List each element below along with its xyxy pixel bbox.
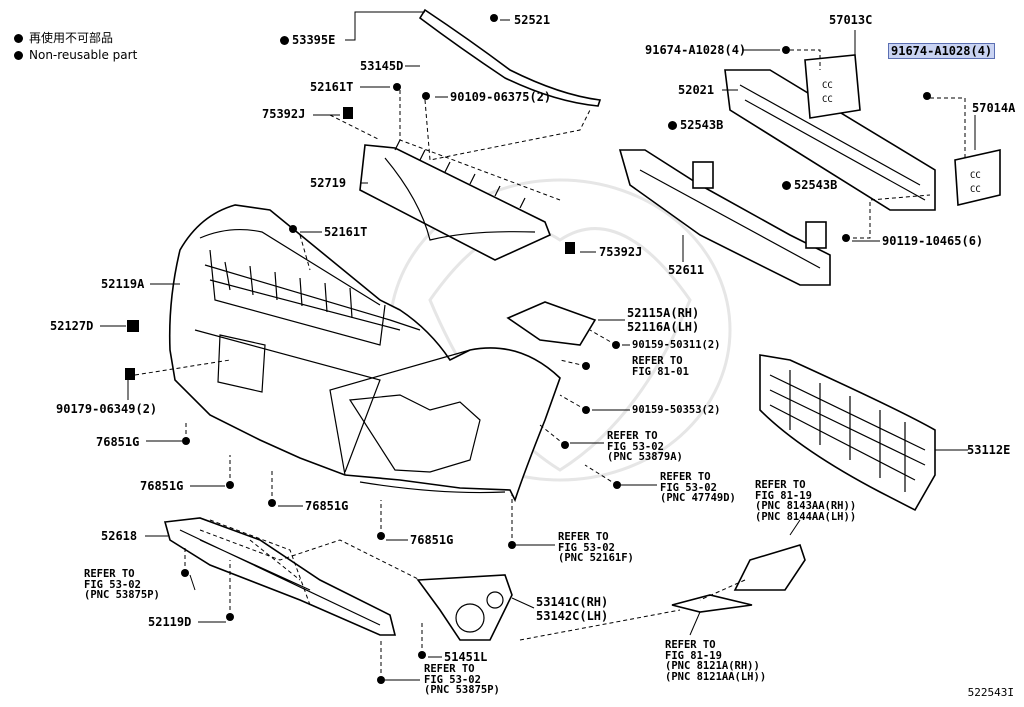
part-label-52543B-b[interactable]: 52543B: [782, 179, 837, 191]
clip-icon: [565, 242, 575, 254]
reinforcement-52021[interactable]: [724, 69, 936, 211]
figure-id: 522543I: [967, 686, 1014, 699]
part-label-53395E[interactable]: 53395E: [280, 34, 335, 46]
clip-icon: [125, 368, 135, 380]
part-label-90179[interactable]: 90179-06349(2): [56, 402, 158, 416]
part-label-57013C[interactable]: 57013C: [829, 13, 873, 27]
part-label-52116A[interactable]: 52116A(LH): [627, 320, 700, 334]
part-label-57014A[interactable]: 57014A: [972, 101, 1016, 115]
legend-jp: 再使用不可部品: [29, 31, 114, 45]
part-label-76851G-d[interactable]: 76851G: [410, 533, 454, 547]
part-label-52543B-a[interactable]: 52543B: [668, 119, 723, 131]
side-bracket-8121A[interactable]: [671, 594, 753, 613]
refer-to-53-02-53879A[interactable]: REFER TO FIG 53-02 (PNC 53879A): [607, 430, 683, 463]
part-label-90109[interactable]: 90109-06375(2): [450, 90, 552, 104]
retainer-52115A[interactable]: [506, 301, 597, 346]
clip-icon: [393, 83, 401, 91]
part-label-51451L[interactable]: 51451L: [444, 650, 488, 664]
part-label-90159-a[interactable]: 90159-50311(2): [632, 339, 721, 351]
refer-to-81-19-8143AA[interactable]: REFER TO FIG 81-19 (PNC 8143AA(RH)) (PNC…: [755, 479, 857, 523]
spacer-52543B-b[interactable]: [805, 221, 827, 249]
under-cover-52618[interactable]: [163, 517, 397, 636]
molding-53395E[interactable]: [418, 8, 602, 107]
part-label-91674-a[interactable]: 91674-A1028(4): [645, 43, 747, 57]
side-bracket-8143AA[interactable]: [733, 544, 806, 591]
part-label-75392J-b[interactable]: 75392J: [599, 245, 643, 259]
refer-to-53-02-52161F[interactable]: REFER TO FIG 53-02 (PNC 52161F): [558, 531, 634, 564]
dashed-lines: [134, 49, 966, 680]
svg-text:CC: CC: [970, 171, 981, 181]
bullet-icon: [14, 51, 23, 60]
part-label-76851G-c[interactable]: 76851G: [305, 499, 349, 513]
svg-text:CC: CC: [970, 185, 981, 195]
non-reusable-dot-icon: [782, 181, 791, 190]
bracket-57014A[interactable]: CC CC: [954, 149, 1001, 206]
clip-icon: [490, 14, 498, 22]
part-label-53142C[interactable]: 53142C(LH): [536, 609, 609, 623]
refer-to-81-01[interactable]: REFER TO FIG 81-01: [632, 355, 689, 378]
refer-to-53-02-53875P-b[interactable]: REFER TO FIG 53-02 (PNC 53875P): [424, 663, 500, 696]
part-label-91674-b-highlighted[interactable]: 91674-A1028(4): [888, 43, 996, 59]
part-label-52119A[interactable]: 52119A: [101, 277, 145, 291]
clip-icon: [782, 46, 790, 54]
bracket-57013C[interactable]: CC CC: [804, 54, 861, 119]
spacer-52543B-a[interactable]: [692, 161, 714, 189]
bullet-icon: [14, 34, 23, 43]
part-label-52127D[interactable]: 52127D: [50, 319, 94, 333]
clip-icon: [343, 107, 353, 119]
part-label-53145D[interactable]: 53145D: [360, 59, 404, 73]
non-reusable-dot-icon: [668, 121, 677, 130]
clip-icon: [923, 92, 931, 100]
part-label-52119D[interactable]: 52119D: [148, 615, 192, 629]
refer-to-53-02-47749D[interactable]: REFER TO FIG 53-02 (PNC 47749D): [660, 471, 736, 504]
svg-text:CC: CC: [822, 81, 833, 91]
part-label-52161T-a[interactable]: 52161T: [310, 80, 354, 94]
part-label-52021[interactable]: 52021: [678, 83, 715, 97]
grille-52719[interactable]: [359, 139, 552, 261]
clip-icon: [127, 320, 139, 332]
part-label-52161T-b[interactable]: 52161T: [324, 225, 368, 239]
lower-grille-53112E[interactable]: [759, 354, 936, 512]
part-label-52719[interactable]: 52719: [310, 176, 347, 190]
clip-icon: [422, 92, 430, 100]
refer-to-81-19-8121A[interactable]: REFER TO FIG 81-19 (PNC 8121A(RH)) (PNC …: [665, 639, 767, 683]
part-label-52521[interactable]: 52521: [514, 13, 551, 27]
part-label-76851G-b[interactable]: 76851G: [140, 479, 184, 493]
part-label-52115A[interactable]: 52115A(RH): [627, 306, 700, 320]
leader-lines: [100, 11, 976, 681]
part-label-90119[interactable]: 90119-10465(6): [882, 234, 984, 248]
refer-to-53-02-53875P-a[interactable]: REFER TO FIG 53-02 (PNC 53875P): [84, 568, 160, 601]
absorber-52611[interactable]: [618, 149, 831, 286]
clip-icon: [289, 225, 297, 233]
svg-text:CC: CC: [822, 95, 833, 105]
part-label-76851G-a[interactable]: 76851G: [96, 435, 140, 449]
part-label-90159-b[interactable]: 90159-50353(2): [632, 404, 721, 416]
part-label-52611[interactable]: 52611: [668, 263, 705, 277]
bumper-cover[interactable]: [168, 204, 561, 503]
fog-cover-53141C[interactable]: [416, 574, 513, 641]
part-label-52618[interactable]: 52618: [101, 529, 138, 543]
part-label-53112E[interactable]: 53112E: [967, 443, 1011, 457]
legend-en: Non-reusable part: [29, 48, 138, 62]
part-label-53141C[interactable]: 53141C(RH): [536, 595, 609, 609]
part-label-75392J-a[interactable]: 75392J: [262, 107, 306, 121]
legend: 再使用不可部品 Non-reusable part: [14, 30, 137, 64]
non-reusable-dot-icon: [280, 36, 289, 45]
